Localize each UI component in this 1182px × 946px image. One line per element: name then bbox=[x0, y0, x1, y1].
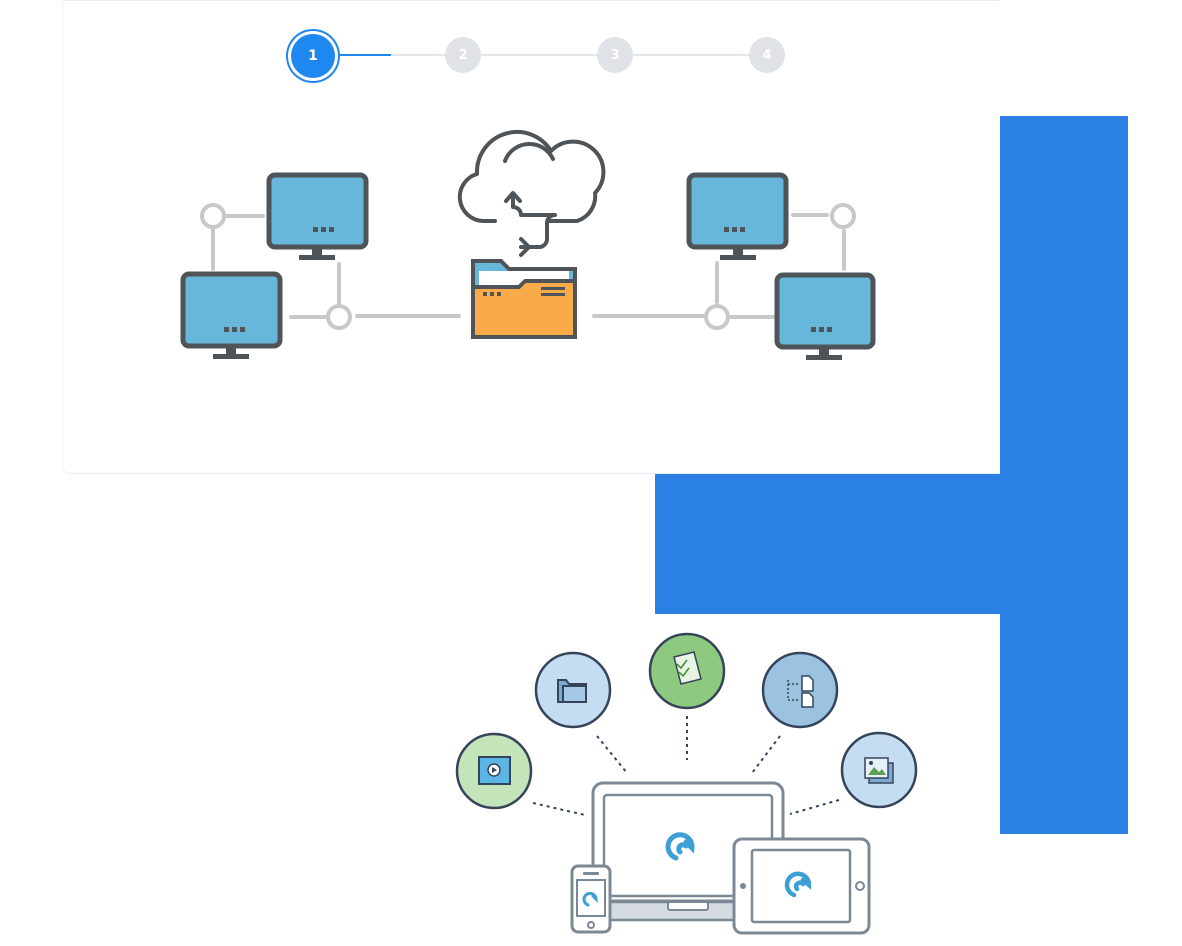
blue-accent-block-vertical bbox=[1000, 116, 1128, 834]
step-connector-rest bbox=[391, 54, 767, 56]
phone-icon bbox=[570, 864, 612, 934]
cloud-sync-icon bbox=[457, 129, 606, 257]
dotted-connectors bbox=[532, 716, 840, 816]
monitor-icon bbox=[686, 172, 789, 260]
step-1[interactable]: 1 bbox=[291, 34, 335, 78]
monitor-icon bbox=[266, 172, 369, 260]
stepper: 1 2 3 4 bbox=[291, 34, 785, 78]
network-sync-illustration bbox=[180, 129, 876, 360]
tablet-icon bbox=[732, 837, 871, 935]
folder-icon bbox=[534, 651, 612, 729]
document-icon bbox=[648, 632, 726, 710]
connector-nodes bbox=[200, 203, 856, 330]
pcloud-logo-icon bbox=[784, 871, 812, 898]
step-connector-1 bbox=[313, 54, 391, 56]
file-tree-icon bbox=[761, 651, 839, 729]
step-4[interactable]: 4 bbox=[749, 37, 785, 73]
pcloud-logo-icon bbox=[582, 891, 598, 907]
pcloud-logo-icon bbox=[665, 832, 695, 861]
image-icon bbox=[840, 731, 918, 809]
step-3[interactable]: 3 bbox=[597, 37, 633, 73]
connector-lines bbox=[211, 213, 846, 319]
video-icon bbox=[455, 732, 533, 810]
blue-accent-block-horizontal bbox=[655, 474, 1001, 614]
monitor-icon bbox=[774, 272, 876, 360]
folder-icon bbox=[471, 259, 577, 339]
step-2[interactable]: 2 bbox=[445, 37, 481, 73]
onboarding-card: 1 2 3 4 bbox=[62, 0, 1000, 474]
monitor-icon bbox=[180, 271, 283, 359]
